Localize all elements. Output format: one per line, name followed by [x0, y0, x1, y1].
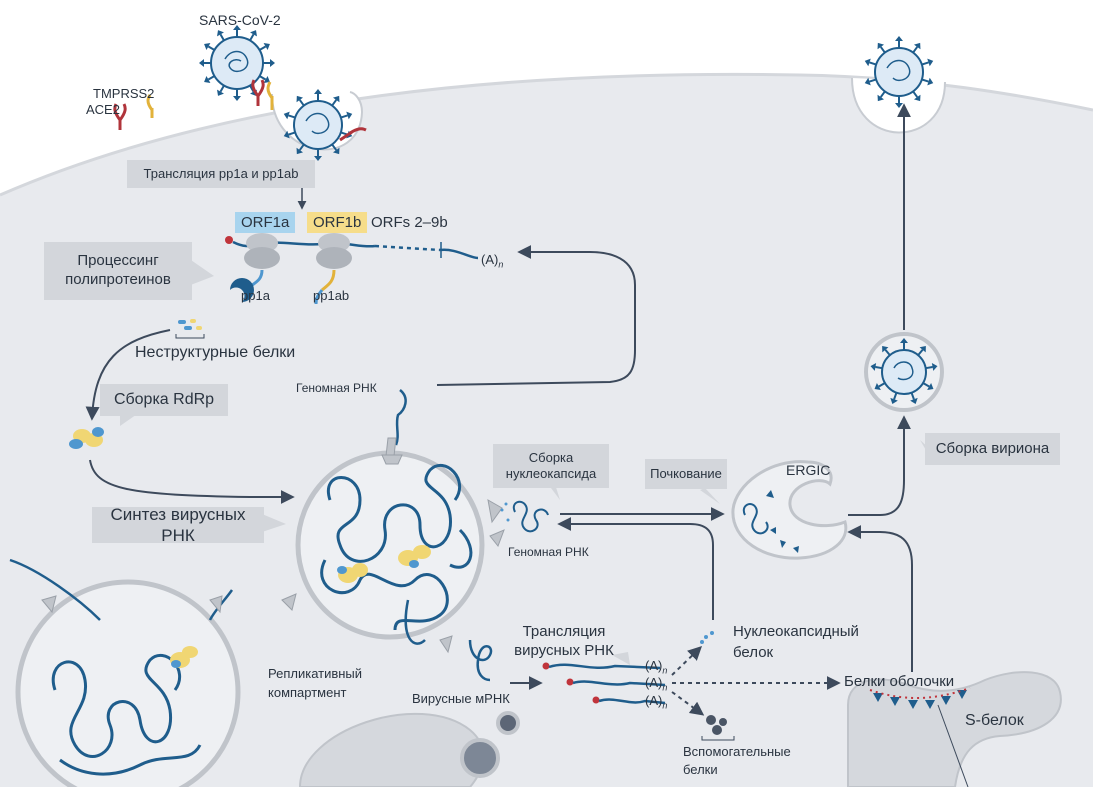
nucleocapsid-protein-line1: Нуклеокапсидный	[733, 623, 859, 640]
virion-assembled	[868, 337, 940, 407]
pp1a-protein	[230, 278, 254, 302]
sars-cov-2-label: SARS-CoV-2	[199, 12, 281, 28]
orf1b-tag: ORF1b	[307, 212, 368, 233]
ergic-nucleocapsid	[742, 503, 769, 535]
callout-translation-pp1a: Трансляция pp1a и pp1ab	[127, 160, 315, 188]
replicative-compartment-label: Репликативный компартмент	[268, 666, 363, 701]
rdrp-complex-1	[337, 563, 368, 583]
orf1a-tag: ORF1a	[235, 212, 296, 233]
callout-nucleocapsid-assembly: Сборка нуклеокапсида	[493, 444, 609, 488]
callout-budding: Почкование	[645, 459, 727, 489]
replicative-compartment-small	[15, 579, 241, 792]
accessory-line1: Вспомогательные	[683, 744, 791, 759]
viral-mrna-set	[542, 662, 666, 705]
accessory-line2: белки	[683, 761, 718, 777]
poly-a-text: (A)	[645, 675, 663, 690]
replicative-line2: компартмент	[268, 684, 347, 700]
pp1ab-label: pp1ab	[313, 288, 350, 303]
poly-a-sub: n	[662, 700, 668, 711]
callout-nucleocapsid-line1: Сборка	[528, 449, 574, 465]
ace2-label: ACE2	[86, 102, 120, 117]
poly-a-text: (A)	[645, 693, 663, 708]
nucleocapsid-assembly	[512, 500, 549, 533]
ribosome-2	[316, 233, 352, 269]
genomic-rna-label-top: Геномная РНК	[296, 381, 377, 395]
callout-processing-line1: Процессинг	[77, 252, 159, 270]
poly-a-text: (A)	[481, 252, 499, 267]
accessory-protein-icon	[701, 715, 735, 741]
nucleocapsid-protein-icon	[700, 631, 714, 644]
callout-processing: Процессинг полипротеинов	[44, 242, 192, 300]
rdrp-complex-free	[69, 427, 104, 449]
rdrp-complex-2	[398, 545, 431, 568]
rna-tangle-small	[51, 653, 202, 776]
cell-membrane	[0, 72, 1093, 197]
genomic-rna-label-mid: Геномная РНК	[508, 545, 589, 559]
virion-entering	[281, 88, 355, 162]
poly-a-sub: n	[498, 259, 504, 270]
callout-translation-viral-rna: Трансляция вирусных РНК	[514, 623, 614, 659]
viral-mrna-label: Вирусные мРНК	[412, 691, 510, 706]
replicative-compartment-large	[295, 450, 485, 640]
rna-tangle-large	[320, 463, 473, 631]
tmprss2-receptor	[146, 94, 154, 118]
organelle-bottom	[298, 713, 485, 788]
poly-a-sub: n	[662, 682, 668, 693]
nonstructural-proteins-icon	[175, 319, 205, 339]
callout-rdrp-assembly: Сборка RdRp	[100, 384, 228, 416]
nucleocapsid-protein-label: Нуклеокапсидный белок	[733, 623, 859, 662]
er-membrane-lower-right	[847, 671, 1062, 788]
poly-a-text: (A)	[645, 658, 663, 673]
accessory-proteins-label: Вспомогательные белки	[683, 744, 791, 778]
pp1a-label: pp1a	[241, 288, 270, 303]
nucleocapsid-protein-line2: белок	[733, 644, 774, 662]
poly-a-mrna-2: (A)n	[645, 675, 668, 693]
s-protein-label: S-белок	[965, 712, 1024, 729]
poly-a-mrna-1: (A)n	[645, 658, 668, 676]
ergic-label: ERGIC	[786, 462, 831, 478]
tmprss2-label: TMPRSS2	[93, 86, 155, 101]
callout-rna-synthesis: Синтез вирусных РНК	[92, 505, 264, 545]
nonstructural-proteins-label: Неструктурные белки	[135, 344, 296, 361]
virion-top	[198, 24, 276, 102]
envelope-proteins-label: Белки оболочки	[844, 673, 955, 690]
pore-complex-top	[381, 437, 403, 465]
poly-a-mrna-3: (A)n	[645, 693, 668, 711]
callout-virion-assembly: Сборка вириона	[925, 433, 1060, 465]
rdrp-complex-3	[170, 646, 198, 668]
ribosome-1	[244, 233, 280, 269]
ace2-receptor	[113, 103, 127, 130]
orfs-2-9b-label: ORFs 2–9b	[371, 214, 448, 231]
replicative-line1: Репликативный	[268, 666, 363, 681]
virion-exiting	[862, 35, 936, 109]
callout-nucleocapsid-line2: нуклеокапсида	[505, 466, 597, 481]
callout-processing-line2: полипротеинов	[65, 271, 171, 288]
poly-a-sub: n	[662, 665, 668, 676]
poly-a-genomic: (A)n	[481, 252, 504, 270]
